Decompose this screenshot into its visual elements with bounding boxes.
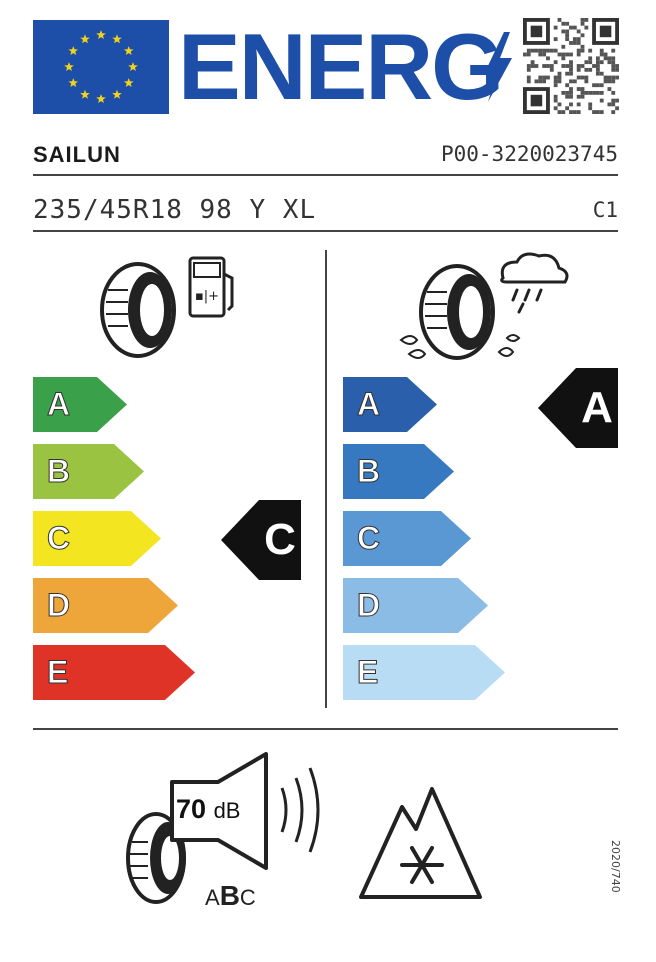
- svg-text:▪|+: ▪|+: [195, 289, 219, 304]
- fuel-efficiency-class-d-arrow: D: [33, 578, 178, 633]
- divider: [33, 230, 618, 232]
- noise-value-display: 70 dB: [176, 794, 240, 825]
- eu-stars-icon: [64, 30, 138, 103]
- fuel-efficiency-class-c-arrow: C: [33, 511, 161, 566]
- snowflake-mountain-icon: [359, 787, 482, 899]
- fuel-efficiency-class-label: D: [46, 587, 71, 624]
- eu-star: [80, 89, 90, 99]
- wet-grip-rating: A: [581, 383, 613, 432]
- regulation-number: 2020/740: [609, 840, 622, 893]
- noise-class-a: A: [205, 885, 220, 910]
- tyre-size: 235/45R18 98 Y XL: [33, 195, 317, 225]
- fuel-efficiency-class-label: A: [46, 386, 71, 423]
- divider: [33, 728, 618, 730]
- tyre-speaker-noise-icon: [126, 752, 320, 904]
- noise-class-scale: ABC: [205, 880, 256, 912]
- wet-grip-class-a-arrow: A: [343, 377, 437, 432]
- energy-title: ENERG: [178, 14, 504, 119]
- lightning-bolt-icon: [486, 32, 512, 102]
- eu-star: [128, 62, 138, 71]
- fuel-efficiency-class-label: E: [46, 654, 69, 691]
- qr-code[interactable]: [523, 18, 619, 114]
- fuel-efficiency-rating-marker: C: [221, 500, 301, 580]
- wet-grip-class-label: E: [356, 654, 379, 691]
- tyre-class: C1: [592, 198, 618, 222]
- noise-value: 70: [176, 794, 207, 824]
- wet-grip-class-b-arrow: B: [343, 444, 454, 499]
- eu-star: [96, 94, 106, 103]
- divider: [33, 174, 618, 176]
- eu-flag: [33, 20, 169, 114]
- fuel-efficiency-class-a-arrow: A: [33, 377, 127, 432]
- eu-star: [80, 34, 90, 44]
- fuel-efficiency-class-label: C: [46, 520, 71, 557]
- wet-grip-class-label: C: [356, 520, 381, 557]
- wet-grip-class-e-arrow: E: [343, 645, 505, 700]
- eu-star: [124, 46, 134, 55]
- eu-star: [64, 62, 74, 71]
- fuel-efficiency-class-b-arrow: B: [33, 444, 144, 499]
- noise-class-c: C: [239, 885, 256, 910]
- supplier-name: SAILUN: [33, 142, 121, 167]
- product-id: P00-3220023745: [440, 142, 618, 166]
- wet-grip-class-c-arrow: C: [343, 511, 471, 566]
- fuel-efficiency-class-label: B: [46, 453, 71, 490]
- wet-grip-class-label: D: [356, 587, 381, 624]
- wet-grip-rating-marker: A: [538, 368, 618, 448]
- wet-grip-class-d-arrow: D: [343, 578, 488, 633]
- eu-star: [124, 78, 134, 87]
- eu-star: [96, 30, 106, 39]
- noise-class-b: B: [219, 880, 240, 911]
- eu-star: [68, 46, 78, 55]
- column-divider: [325, 250, 327, 708]
- fuel-efficiency-class-e-arrow: E: [33, 645, 195, 700]
- eu-star: [112, 89, 122, 99]
- eu-star: [112, 34, 122, 44]
- wet-grip-class-label: A: [356, 386, 381, 423]
- noise-unit: dB: [213, 798, 241, 823]
- tyre-rain-cloud-icon: [399, 252, 569, 360]
- tyre-fuel-pump-icon: ▪|+: [100, 256, 234, 358]
- eu-star: [68, 78, 78, 87]
- fuel-efficiency-rating: C: [264, 515, 296, 564]
- wet-grip-class-label: B: [356, 453, 381, 490]
